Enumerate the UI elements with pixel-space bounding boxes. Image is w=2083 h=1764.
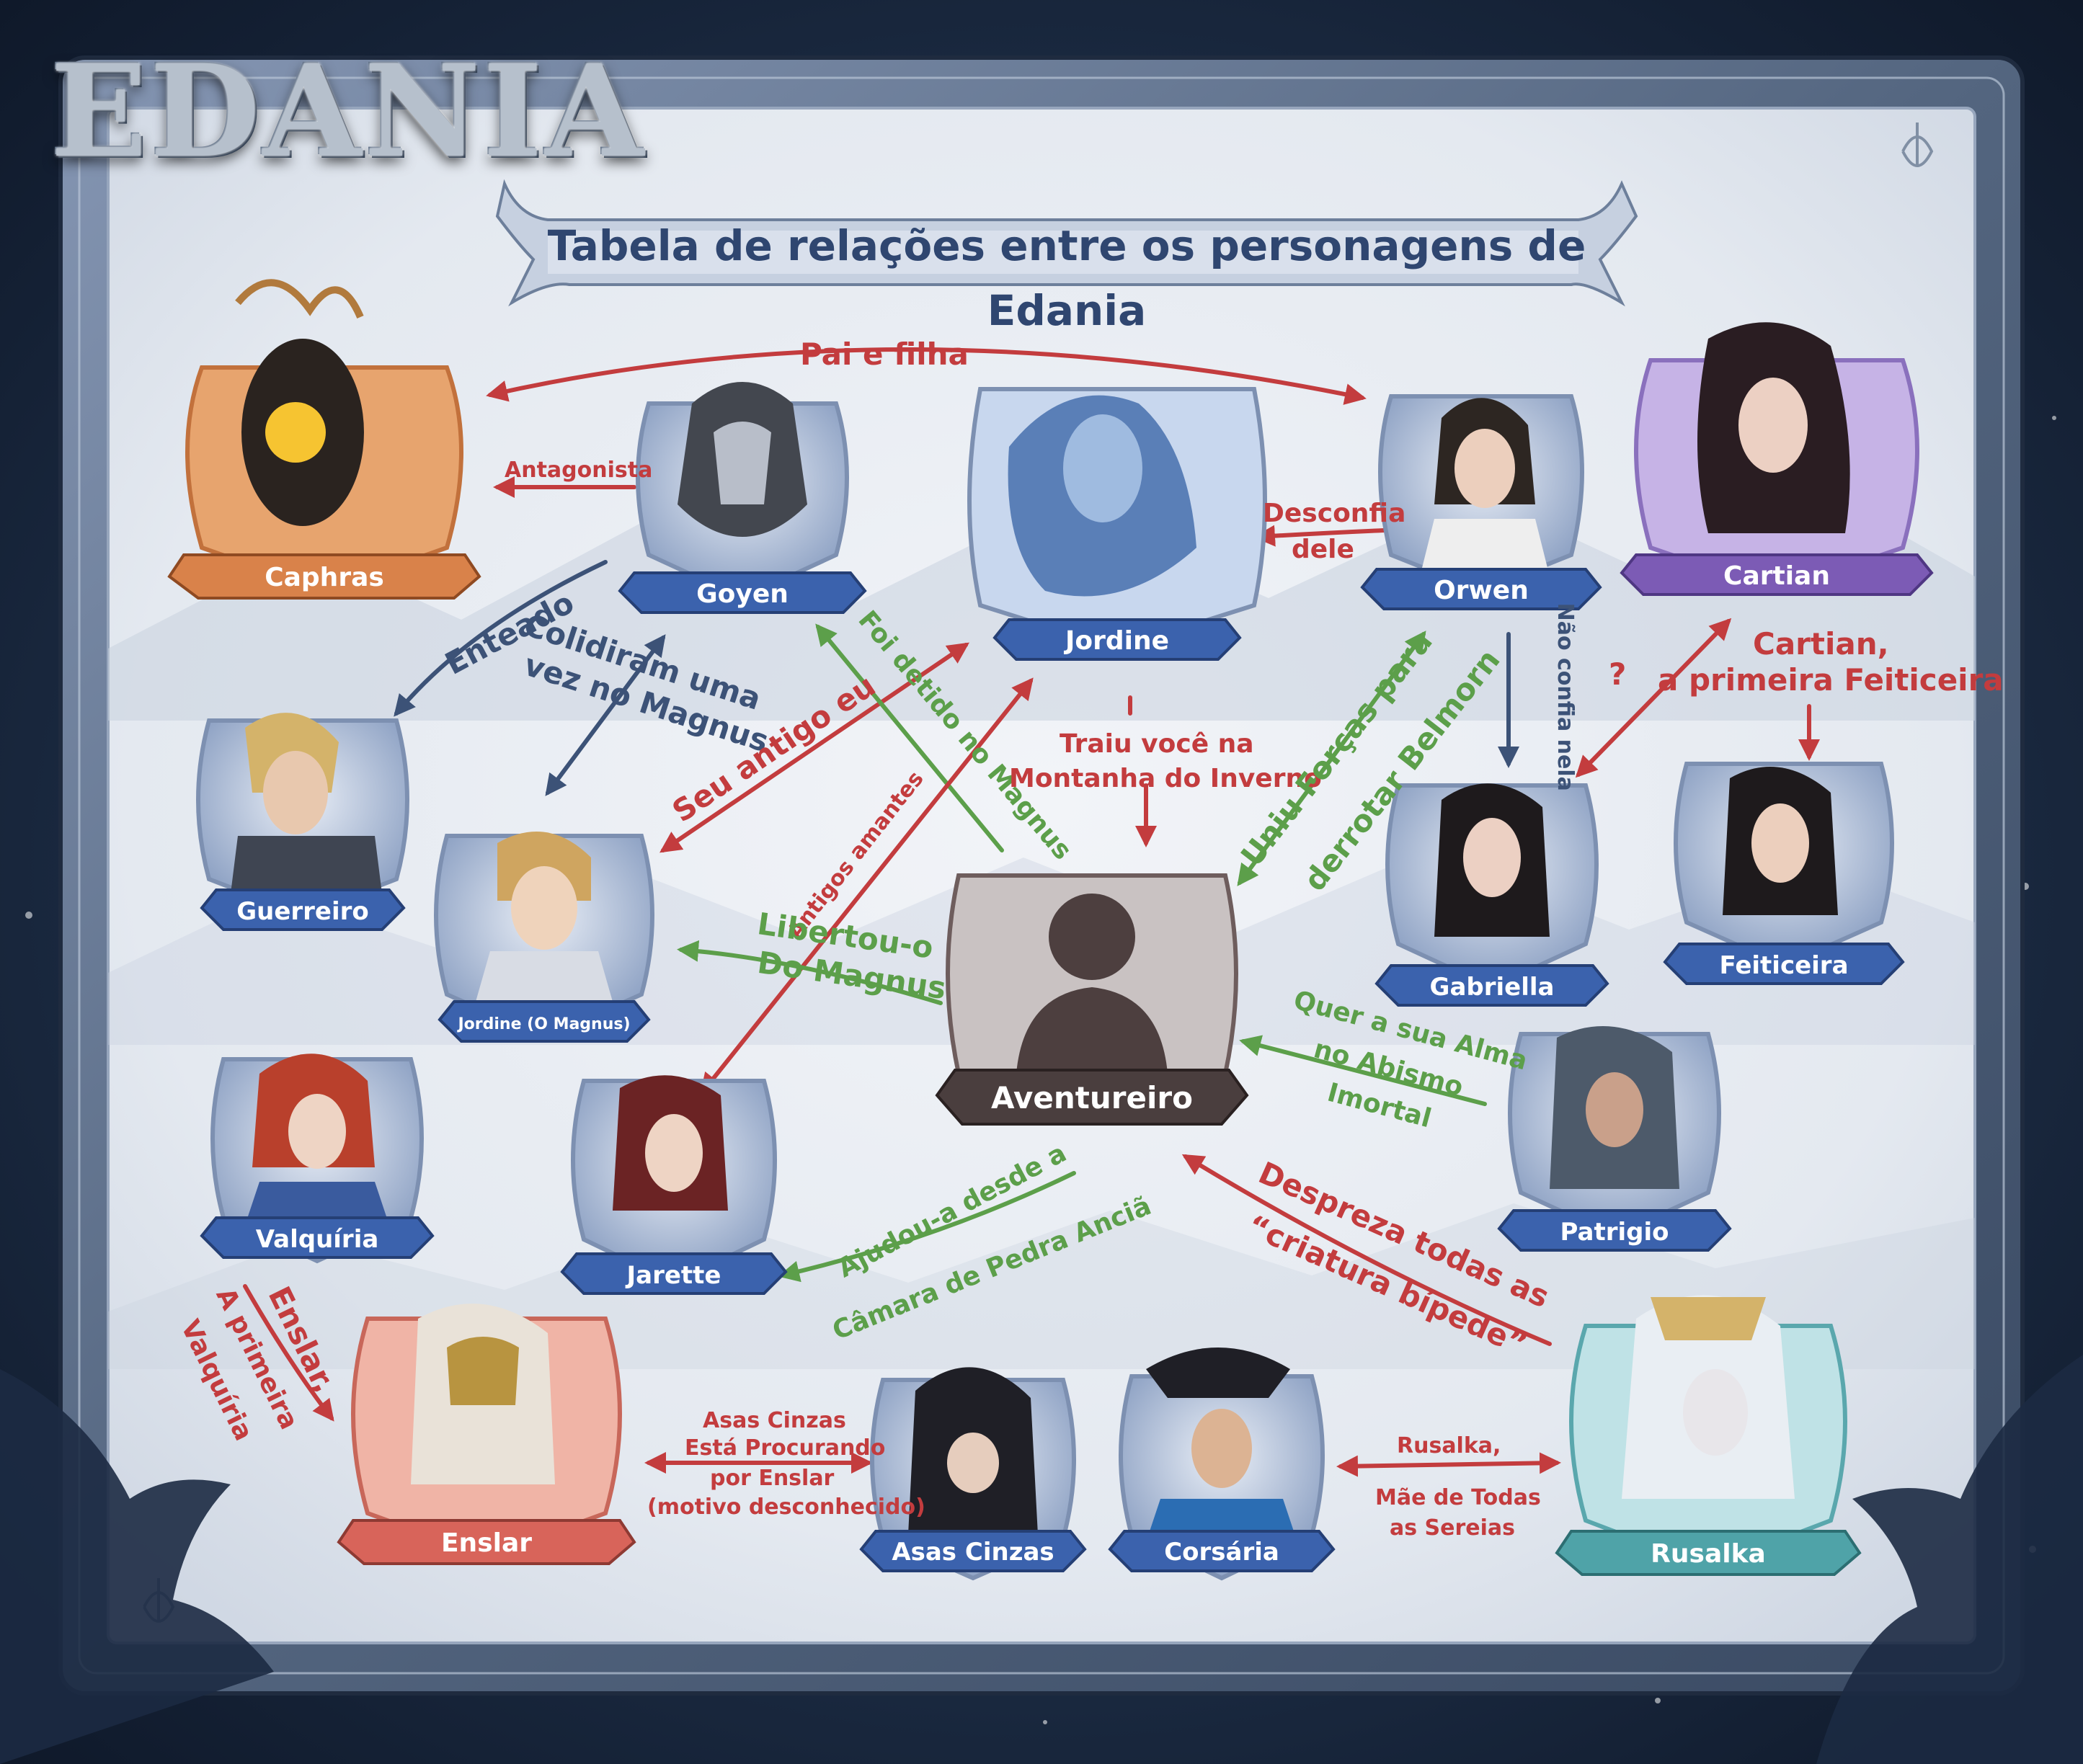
label-desconfia-1: Desconfia <box>1263 499 1406 528</box>
arrow-desconfia <box>1253 525 1386 547</box>
name-corsaria: Corsária <box>1164 1538 1279 1567</box>
arrow-enteado <box>394 560 608 717</box>
portrait-jarette: Jarette <box>560 1075 788 1295</box>
portrait-patrigio: Patrigio <box>1497 1026 1732 1252</box>
portrait-asas-cinzas: Asas Cinzas <box>859 1367 1087 1581</box>
name-goyen: Goyen <box>696 579 789 609</box>
label-pai-filha: Pai e filha <box>800 337 969 372</box>
label-traiu-2: Montanha do Inverno <box>1009 764 1322 793</box>
arrow-interrogacao <box>1575 618 1732 778</box>
label-interrogacao: ? <box>1609 656 1627 692</box>
label-antagonista: Antagonista <box>505 458 653 483</box>
arrow-colidiram <box>545 634 666 796</box>
portrait-caphras: Caphras <box>167 279 481 600</box>
arrow-antigos-amantes <box>700 677 1034 1095</box>
label-asas-1: Asas Cinzas <box>703 1408 846 1433</box>
name-feiticeira: Feiticeira <box>1719 951 1848 980</box>
portrait-rusalka: Rusalka <box>1555 1295 1862 1576</box>
portrait-valquiria: Valquíria <box>200 1054 435 1264</box>
name-cartian: Cartian <box>1723 561 1830 591</box>
name-rusalka: Rusalka <box>1651 1539 1766 1569</box>
label-cartian-1: Cartian, <box>1753 626 1889 662</box>
label-cartian-2: a primeira Feiticeira <box>1658 662 2004 698</box>
name-enslar: Enslar <box>441 1528 532 1558</box>
arrow-uniu <box>1237 631 1426 886</box>
name-orwen: Orwen <box>1434 576 1529 605</box>
label-desconfia-2: dele <box>1292 535 1354 564</box>
arrow-pai-filha <box>486 347 1367 405</box>
arrow-ajudou <box>778 1171 1076 1283</box>
name-aventureiro: Aventureiro <box>991 1080 1193 1115</box>
name-patrigio: Patrigio <box>1560 1218 1669 1247</box>
portrait-corsaria: Corsária <box>1108 1348 1336 1581</box>
portrait-enslar: Enslar <box>337 1304 636 1565</box>
name-jordine-magnus: Jordine (O Magnus) <box>456 1015 630 1033</box>
name-caphras: Caphras <box>265 563 384 592</box>
page-title: Tabela de relações entre os personagens … <box>547 221 1586 335</box>
arrow-quer-alma <box>1239 1035 1487 1106</box>
portrait-aventureiro: Aventureiro <box>935 873 1249 1126</box>
portrait-guerreiro: Guerreiro <box>196 713 409 931</box>
name-asas-cinzas: Asas Cinzas <box>892 1538 1054 1567</box>
portrait-orwen: Orwen <box>1360 394 1602 610</box>
arrow-rusalka <box>1336 1452 1561 1477</box>
portrait-jordine: Jordine <box>967 387 1267 661</box>
name-jarette: Jarette <box>626 1261 721 1290</box>
portrait-goyen: Goyen <box>618 382 867 614</box>
label-asas-2: Está Procurando <box>685 1435 886 1461</box>
arrow-traiu <box>1130 695 1146 843</box>
label-rusalka-2: Mãe de Todas <box>1375 1485 1541 1510</box>
name-gabriella: Gabriella <box>1430 973 1555 1002</box>
portrait-jordine-magnus: Jordine (O Magnus) <box>434 832 654 1043</box>
arrow-libertou <box>677 940 943 1005</box>
label-traiu-1: Traiu você na <box>1060 729 1254 759</box>
label-asas-4: (motivo desconhecido) <box>647 1494 925 1520</box>
name-valquiria: Valquíria <box>256 1225 379 1254</box>
portrait-gabriella: Gabriella <box>1374 783 1609 1007</box>
portrait-feiticeira: Feiticeira <box>1663 762 1905 985</box>
name-guerreiro: Guerreiro <box>236 897 369 926</box>
portrait-cartian: Cartian <box>1620 322 1934 596</box>
label-asas-3: por Enslar <box>710 1466 835 1491</box>
label-rusalka-3: as Sereias <box>1390 1515 1516 1541</box>
name-jordine: Jordine <box>1063 626 1169 656</box>
arrow-enslar <box>243 1284 334 1422</box>
arrow-despreza <box>1181 1154 1552 1346</box>
label-nao-confia: Não confia nela <box>1552 602 1578 791</box>
label-rusalka-1: Rusalka, <box>1397 1433 1501 1458</box>
